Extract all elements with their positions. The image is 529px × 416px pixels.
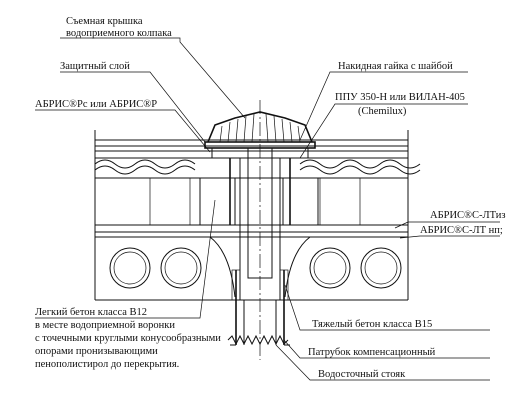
label-union-nut: Накидная гайка с шайбой xyxy=(338,61,453,72)
funnel-body xyxy=(229,158,291,225)
label-light-concrete-5: пенополистирол до перекрытия. xyxy=(35,359,179,370)
slab-void-inner xyxy=(113,251,147,285)
protective-wavy-layer xyxy=(94,159,421,169)
label-abris-c-lt-iz: АБРИС®С-ЛТиз xyxy=(430,210,506,221)
slab-void xyxy=(109,247,151,289)
heavy-concrete-left-curve xyxy=(209,236,236,298)
light-concrete-zone-right xyxy=(282,178,319,226)
label-compensation-pipe: Патрубок компенсационный xyxy=(308,347,436,358)
slab-void-inner xyxy=(313,251,347,285)
label-light-concrete-1: Легкий бетон класса В12 xyxy=(35,307,147,318)
heavy-concrete-right-curve xyxy=(284,236,311,298)
label-abris-c-lt-np: АБРИС®С-ЛТ нп; xyxy=(420,225,503,236)
leader-lines xyxy=(35,37,500,381)
labels: Съемная крышка водоприемного колпака Защ… xyxy=(35,16,506,380)
drain-cap-grille xyxy=(219,113,301,143)
roof-layers xyxy=(94,130,421,301)
label-light-concrete-2: в месте водоприемной воронки xyxy=(35,320,175,331)
slab-void-inner xyxy=(364,251,398,285)
label-drain-riser: Водосточный стояк xyxy=(318,369,406,380)
slab-void xyxy=(160,247,202,289)
light-concrete-zone xyxy=(199,178,236,226)
roof-drain xyxy=(204,100,316,360)
compensation-pipe-walls xyxy=(235,270,285,345)
label-abris-rc: АБРИС®Рс или АБРИС®Р xyxy=(35,99,157,110)
label-ppu-1: ППУ 350-Н или ВИЛАН-405 xyxy=(335,92,465,103)
slab-void-inner xyxy=(164,251,198,285)
label-light-concrete-4: опорами пронизывающими xyxy=(35,346,158,357)
riser-walls xyxy=(243,300,277,345)
slab-void xyxy=(309,247,351,289)
label-light-concrete-3: с точечными круглыми конусообразными xyxy=(35,333,221,344)
pipe-break-line xyxy=(227,334,289,346)
label-removable-cap-2: водоприемного колпака xyxy=(66,28,172,39)
label-ppu-2: (Chemilux) xyxy=(358,106,407,117)
label-protective-layer: Защитный слой xyxy=(60,61,130,72)
protective-wavy-layer-2 xyxy=(94,165,421,175)
seal-left xyxy=(231,269,241,301)
seal-right xyxy=(279,269,289,301)
label-heavy-concrete: Тяжелый бетон класса В15 xyxy=(312,319,432,330)
slab-void xyxy=(360,247,402,289)
hollow-core-slab xyxy=(109,247,402,289)
label-removable-cap-1: Съемная крышка xyxy=(66,16,143,27)
